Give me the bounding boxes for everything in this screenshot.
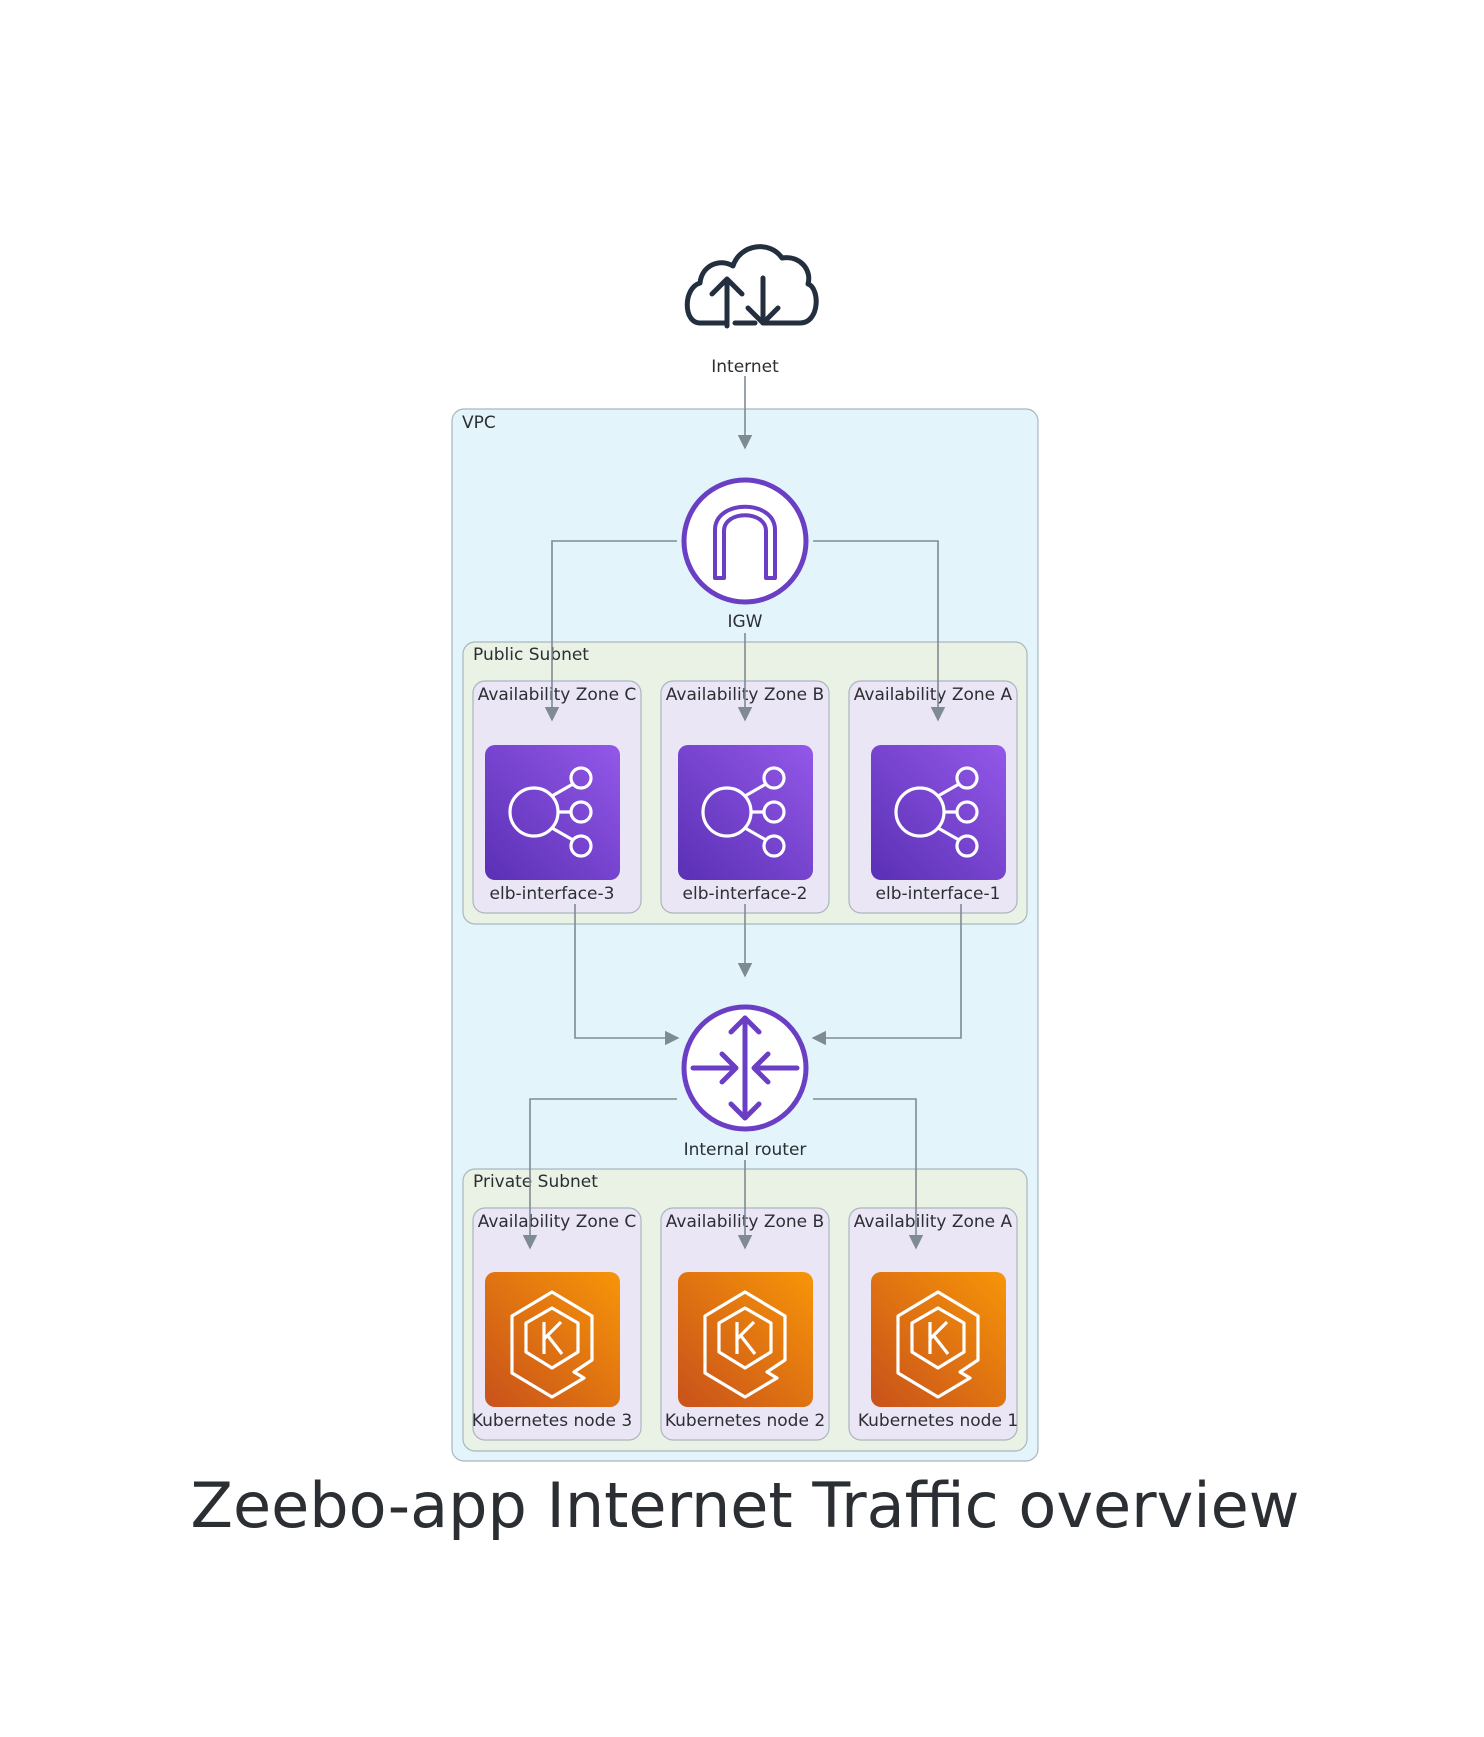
eks-kubernetes-icon [871, 1272, 1006, 1407]
private-subnet-label: Private Subnet [473, 1172, 598, 1192]
zone-label: Availability Zone A [854, 685, 1013, 705]
k8s-node-3: Kubernetes node 3 [472, 1272, 632, 1431]
edge-elb1-router [811, 904, 962, 1046]
edge-elb3-router [574, 904, 680, 1046]
router-label: Internal router [684, 1140, 807, 1160]
router-node: Internal router [681, 1004, 809, 1160]
elastic-load-balancer-icon [678, 745, 813, 880]
diagram-title: Zeebo-app Internet Traffic overview [191, 1469, 1300, 1542]
internet-node: Internet [684, 244, 819, 377]
elb-label: elb-interface-1 [876, 884, 1001, 904]
igw-node: IGW [681, 477, 809, 632]
elastic-load-balancer-icon [485, 745, 620, 880]
k8s-label: Kubernetes node 3 [472, 1411, 632, 1431]
vpc-label: VPC [462, 413, 496, 433]
edge-igw-elb3 [544, 540, 677, 722]
elb-label: elb-interface-3 [490, 884, 615, 904]
zone-label: Availability Zone A [854, 1212, 1013, 1232]
elb-node-1: elb-interface-1 [871, 745, 1006, 904]
edge-router-k8s3 [522, 1098, 677, 1250]
internet-label: Internet [711, 357, 779, 377]
eks-kubernetes-icon [485, 1272, 620, 1407]
edge-router-k8s1 [813, 1098, 924, 1250]
elb-label: elb-interface-2 [683, 884, 808, 904]
public-subnet-label: Public Subnet [473, 645, 589, 665]
router-icon [681, 1004, 809, 1132]
edge-igw-elb1 [813, 540, 946, 722]
k8s-node-1: Kubernetes node 1 [858, 1272, 1018, 1431]
zone-label: Availability Zone C [478, 685, 637, 705]
igw-label: IGW [728, 612, 763, 632]
eks-kubernetes-icon [678, 1272, 813, 1407]
cloud-upload-download-icon [684, 244, 819, 329]
elb-node-3: elb-interface-3 [485, 745, 620, 904]
k8s-label: Kubernetes node 1 [858, 1411, 1018, 1431]
internet-gateway-icon [681, 477, 809, 605]
edges [522, 376, 962, 1250]
k8s-node-2: Kubernetes node 2 [665, 1272, 825, 1431]
elb-node-2: elb-interface-2 [678, 745, 813, 904]
elastic-load-balancer-icon [871, 745, 1006, 880]
zone-label: Availability Zone C [478, 1212, 637, 1232]
k8s-label: Kubernetes node 2 [665, 1411, 825, 1431]
